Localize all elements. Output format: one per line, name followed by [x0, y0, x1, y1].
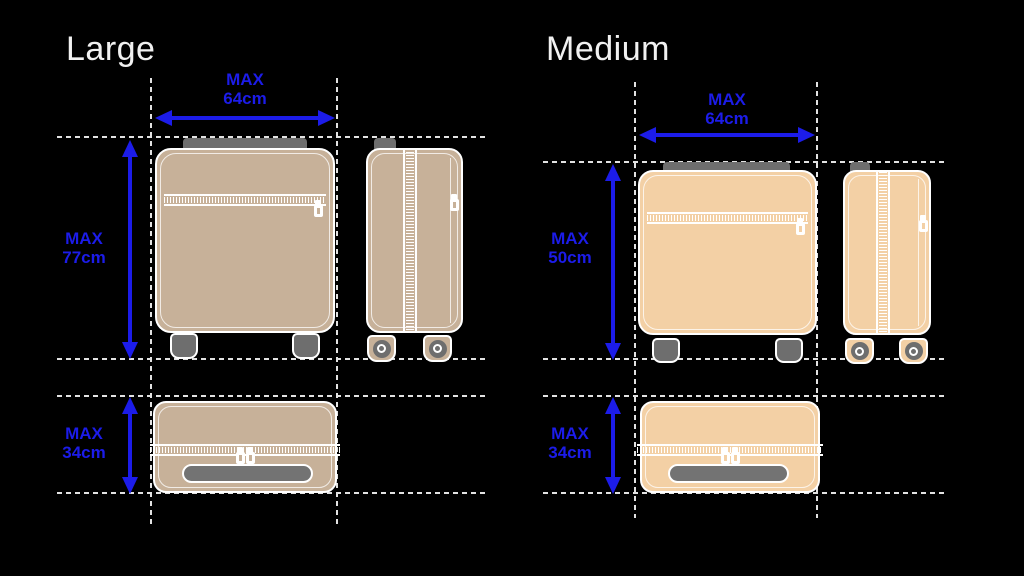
zipper-pull-icon [731, 447, 740, 464]
zipper-pull-icon [721, 447, 730, 464]
depth-dimension-label: MAX 34cm [52, 424, 116, 462]
suitcase-bottom-view [150, 400, 340, 493]
guide-line-top [57, 136, 489, 138]
wheel-icon [292, 333, 320, 359]
dim-max-text: MAX [551, 229, 589, 248]
dim-value-text: 64cm [223, 89, 267, 108]
caster-wheel-icon [845, 338, 874, 364]
wheel-icon [652, 338, 680, 363]
dim-value-text: 50cm [548, 248, 592, 267]
depth-dimension-label: MAX 34cm [538, 424, 602, 462]
guide-line-vertical-left [150, 78, 152, 526]
guide-line-vertical-right [336, 78, 338, 526]
dim-value-text: 77cm [62, 248, 106, 267]
side-carry-handle [182, 464, 313, 483]
dim-max-text: MAX [551, 424, 589, 443]
dim-value-text: 34cm [548, 443, 592, 462]
zipper-pull-icon [246, 447, 255, 464]
height-arrow [122, 140, 138, 359]
arrow-shaft [168, 116, 322, 120]
arrow-shaft [611, 410, 615, 481]
case-body [843, 170, 931, 335]
guide-line-depth-top [543, 395, 944, 397]
wheel-icon [170, 333, 198, 359]
dim-max-text: MAX [226, 70, 264, 89]
dim-value-text: 64cm [705, 109, 749, 128]
arrowhead-up-icon [605, 164, 621, 181]
caster-wheel-icon [423, 335, 452, 362]
zipper [876, 170, 890, 335]
arrowhead-down-icon [122, 477, 138, 494]
depth-arrow [122, 397, 138, 494]
suitcase-side-view [843, 157, 931, 364]
zipper-pull-icon [919, 215, 928, 232]
case-body [155, 148, 335, 333]
arrowhead-down-icon [605, 343, 621, 360]
width-arrow [155, 110, 335, 126]
dim-max-text: MAX [708, 90, 746, 109]
height-arrow [605, 164, 621, 360]
guide-line-depth-bottom [57, 492, 489, 494]
front-panel-seam [918, 179, 919, 326]
arrowhead-up-icon [605, 397, 621, 414]
width-dimension-label: MAX 64cm [639, 90, 815, 128]
dim-value-text: 34cm [62, 443, 106, 462]
suitcase-bottom-view [637, 400, 823, 493]
zipper [647, 212, 808, 224]
arrowhead-up-icon [122, 397, 138, 414]
arrow-shaft [611, 177, 615, 347]
guide-line-floor [57, 358, 489, 360]
guide-line-depth-top [57, 395, 489, 397]
zipper-pull-icon [314, 200, 323, 217]
arrowhead-down-icon [605, 477, 621, 494]
zipper [637, 444, 823, 456]
height-dimension-label: MAX 50cm [538, 229, 602, 267]
front-panel-seam [450, 158, 451, 323]
guide-line-depth-bottom [543, 492, 944, 494]
arrowhead-left-icon [155, 110, 172, 126]
suitcase-side-view [366, 132, 463, 363]
arrowhead-left-icon [639, 127, 656, 143]
height-dimension-label: MAX 77cm [52, 229, 116, 267]
width-dimension-label: MAX 64cm [155, 70, 335, 108]
zipper [403, 148, 417, 333]
zipper [164, 194, 326, 206]
suitcase-front-view [154, 132, 336, 363]
case-body [638, 170, 817, 335]
guide-line-vertical-left [634, 82, 636, 518]
arrow-shaft [652, 133, 802, 137]
guide-line-floor [543, 358, 944, 360]
arrowhead-right-icon [318, 110, 335, 126]
arrow-shaft [128, 153, 132, 346]
arrowhead-up-icon [122, 140, 138, 157]
width-arrow [639, 127, 815, 143]
zipper [150, 444, 340, 456]
dim-max-text: MAX [65, 229, 103, 248]
depth-arrow [605, 397, 621, 494]
arrow-shaft [128, 410, 132, 481]
suitcase-front-view [637, 157, 818, 363]
arrowhead-right-icon [798, 127, 815, 143]
section-title-medium: Medium [546, 30, 670, 68]
dim-max-text: MAX [65, 424, 103, 443]
caster-wheel-icon [899, 338, 928, 364]
side-carry-handle [668, 464, 789, 483]
guide-line-vertical-right [816, 82, 818, 518]
arrowhead-down-icon [122, 342, 138, 359]
zipper-pull-icon [236, 447, 245, 464]
caster-wheel-icon [367, 335, 396, 362]
case-body [366, 148, 463, 333]
section-title-large: Large [66, 30, 156, 68]
wheel-icon [775, 338, 803, 363]
zipper-pull-icon [796, 218, 805, 235]
zipper-pull-icon [450, 194, 459, 211]
